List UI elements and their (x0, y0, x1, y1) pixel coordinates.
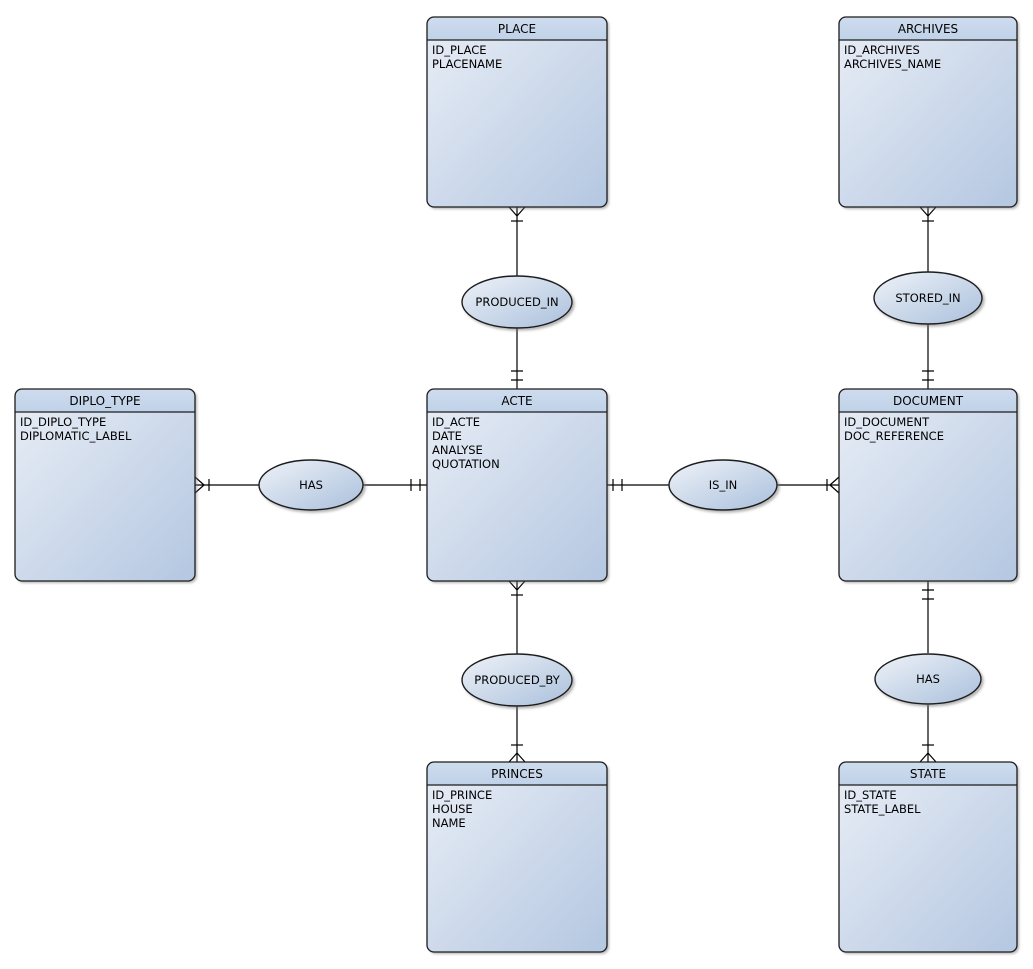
entity-border (838, 761, 1018, 953)
relationship-produced-by[interactable]: PRODUCED_BY (461, 653, 573, 707)
entity-header (839, 389, 1017, 412)
connector-place-produced-in-acte (508, 206, 526, 389)
entity-attribute: STATE_LABEL (844, 802, 921, 816)
relationship-produced-in[interactable]: PRODUCED_IN (461, 275, 573, 329)
crows-foot-marker-state (919, 752, 937, 763)
crows-foot-marker-place (508, 206, 526, 217)
relationship-label: STORED_IN (895, 291, 960, 305)
relationship-has-state[interactable]: HAS (874, 653, 982, 705)
entity-body (427, 17, 607, 207)
relationship-ellipse (668, 459, 778, 511)
entity-header (839, 762, 1017, 785)
relationship-label: HAS (916, 672, 940, 686)
entity-header (839, 17, 1017, 40)
connector-diplo-type-has-acte (194, 476, 427, 494)
crows-foot-marker-acte (508, 580, 526, 591)
entity-attribute: ID_STATE (844, 788, 897, 802)
double-tick-marker-acte (410, 479, 421, 491)
crows-foot-marker-diplo-type (194, 476, 205, 494)
entity-header (427, 17, 607, 40)
entity-attribute: NAME (432, 816, 466, 830)
entity-attribute: ID_PRINCE (432, 788, 492, 802)
entity-attribute: DIPLOMATIC_LABEL (20, 429, 132, 443)
entity-title: ACTE (501, 394, 532, 408)
entity-attribute: ARCHIVES_NAME (844, 57, 941, 71)
crows-foot-marker-document (829, 476, 840, 494)
connector-archives-stored-in-document (919, 206, 937, 389)
entity-attribute: PLACENAME (432, 57, 502, 71)
connector-acte-produced-by-princes (508, 580, 526, 763)
entity-title: PRINCES (491, 767, 543, 781)
entity-body (427, 389, 607, 581)
relationship-ellipse (874, 653, 982, 705)
relationship-ellipse (461, 275, 573, 329)
entity-body (839, 17, 1017, 207)
entity-border (426, 761, 608, 953)
entity-border (426, 16, 608, 208)
entity-attribute: ID_DOCUMENT (844, 415, 930, 429)
relationship-has-diplo-type[interactable]: HAS (258, 459, 364, 511)
relationship-ellipse (873, 271, 983, 325)
double-tick-marker-acte (511, 370, 523, 381)
entity-attribute: DOC_REFERENCE (844, 429, 944, 443)
entity-header (15, 389, 195, 412)
entity-attribute: HOUSE (432, 802, 473, 816)
entity-title: PLACE (498, 22, 536, 36)
double-tick-marker-acte (612, 479, 623, 491)
relationship-is-in[interactable]: IS_IN (668, 459, 778, 511)
entity-border (838, 388, 1018, 582)
entity-attribute: ID_ACTE (432, 415, 480, 429)
relationship-label: PRODUCED_BY (474, 673, 560, 687)
double-tick-marker-document (922, 589, 934, 600)
entity-border (838, 16, 1018, 208)
entity-princes[interactable]: PRINCES ID_PRINCE HOUSE NAME (426, 761, 608, 953)
relationship-label: HAS (299, 478, 323, 492)
entity-attribute: ID_DIPLO_TYPE (20, 415, 106, 429)
entity-acte[interactable]: ACTE ID_ACTE DATE ANALYSE QUOTATION (426, 388, 608, 582)
relationship-label: PRODUCED_IN (475, 295, 558, 309)
entity-title: DIPLO_TYPE (69, 394, 140, 408)
relationship-ellipse (258, 459, 364, 511)
crows-foot-marker-princes (508, 752, 526, 763)
entity-border (426, 388, 608, 582)
relationship-stored-in[interactable]: STORED_IN (873, 271, 983, 325)
entity-state[interactable]: STATE ID_STATE STATE_LABEL (838, 761, 1018, 953)
connector-acte-is-in-document (607, 476, 840, 494)
entity-body (839, 389, 1017, 581)
entity-body (427, 762, 607, 952)
connector-document-has-state (919, 581, 937, 763)
entity-body (15, 389, 195, 581)
entity-attribute: ID_ARCHIVES (844, 43, 920, 57)
entity-border (14, 388, 196, 582)
entity-place[interactable]: PLACE ID_PLACE PLACENAME (426, 16, 608, 208)
relationship-label: IS_IN (709, 478, 737, 492)
entity-attribute: ID_PLACE (432, 43, 487, 57)
crows-foot-marker-archives (919, 206, 937, 217)
double-tick-marker-document (922, 370, 934, 381)
entity-title: STATE (910, 767, 946, 781)
entity-attribute: ANALYSE (432, 443, 483, 457)
entity-header (427, 389, 607, 412)
entity-document[interactable]: DOCUMENT ID_DOCUMENT DOC_REFERENCE (838, 388, 1018, 582)
entity-body (839, 762, 1017, 952)
entity-title: ARCHIVES (898, 22, 958, 36)
entity-attribute: QUOTATION (432, 457, 500, 471)
relationship-ellipse (461, 653, 573, 707)
entity-diplo-type[interactable]: DIPLO_TYPE ID_DIPLO_TYPE DIPLOMATIC_LABE… (14, 388, 196, 582)
entity-attribute: DATE (432, 429, 462, 443)
entity-archives[interactable]: ARCHIVES ID_ARCHIVES ARCHIVES_NAME (838, 16, 1018, 208)
entity-header (427, 762, 607, 785)
entity-title: DOCUMENT (893, 394, 964, 408)
